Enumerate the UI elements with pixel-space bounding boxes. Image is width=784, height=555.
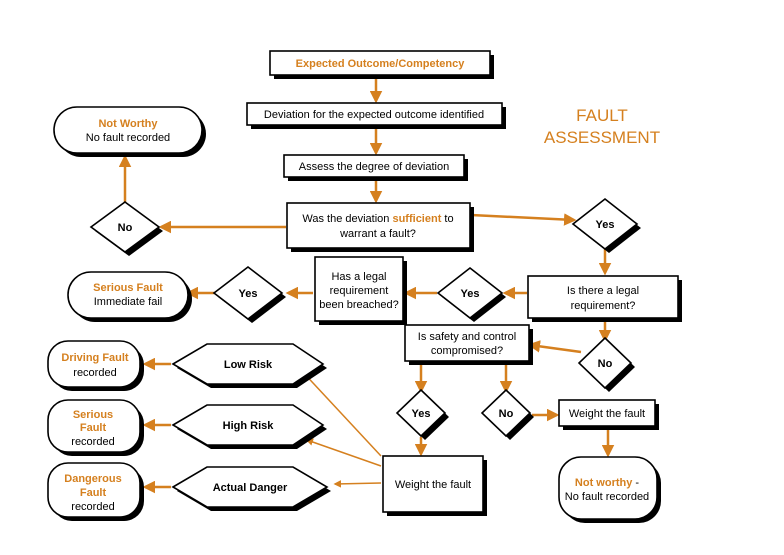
driving-fault-title: Driving Fault — [61, 352, 129, 364]
actual-danger-hexagon: Actual Danger — [171, 466, 331, 511]
no-left-label: No — [118, 222, 133, 234]
assess-box: Assess the degree of deviation — [283, 154, 468, 181]
yes-breached-label: Yes — [239, 288, 258, 300]
not-worthy-top-text: No fault recorded — [86, 132, 170, 144]
arrow-weight-to-low-risk — [298, 367, 382, 457]
deviation-identified-label: Deviation for the expected outcome ident… — [264, 109, 484, 121]
no-diamond-legal: No — [577, 336, 635, 392]
legal-requirement-line2: requirement? — [571, 300, 636, 312]
driving-fault-box: Driving Fault recorded — [47, 340, 144, 391]
breached-line2: requirement — [330, 285, 389, 297]
serious-fail-text: Immediate fail — [94, 296, 162, 308]
dangerous-fault-box: Dangerous Fault recorded — [47, 462, 144, 521]
not-worthy-top-title: Not Worthy — [98, 118, 158, 130]
yes-diamond-safety: Yes — [395, 388, 449, 440]
low-risk-label: Low Risk — [224, 359, 273, 371]
no-legal-label: No — [598, 358, 613, 370]
breached-box: Has a legal requirement been breached? — [314, 256, 407, 325]
expected-outcome-label: Expected Outcome/Competency — [296, 58, 466, 70]
not-worthy-bottom-text: No fault recorded — [565, 491, 649, 503]
serious-fault-title1: Serious — [73, 409, 113, 421]
expected-outcome-box: Expected Outcome/Competency — [269, 50, 494, 79]
no-safety-label: No — [499, 408, 514, 420]
breached-line1: Has a legal — [331, 271, 386, 283]
serious-fault-title2: Fault — [80, 422, 107, 434]
deviation-identified-box: Deviation for the expected outcome ident… — [246, 102, 506, 129]
no-diamond-left: No — [89, 201, 163, 256]
sufficient-box: Was the deviation sufficient to warrant … — [286, 202, 474, 252]
safety-box: Is safety and control compromised? — [404, 324, 533, 365]
yes-diamond-right: Yes — [571, 197, 641, 253]
not-worthy-bottom: Not worthy - No fault recorded — [558, 456, 661, 523]
not-worthy-top: Not Worthy No fault recorded — [53, 106, 206, 157]
legal-requirement-box: Is there a legal requirement? — [527, 275, 682, 322]
weight-fault-left: Weight the fault — [382, 455, 487, 516]
low-risk-hexagon: Low Risk — [171, 343, 327, 388]
arrow-sufficient-to-yes — [470, 213, 577, 226]
not-worthy-bottom-title: Not worthy - — [575, 477, 640, 489]
safety-line1: Is safety and control — [418, 331, 516, 343]
yes-right-label: Yes — [596, 219, 615, 231]
legal-requirement-line1: Is there a legal — [567, 285, 639, 297]
yes-safety-label: Yes — [412, 408, 431, 420]
weight-fault-left-label: Weight the fault — [395, 479, 471, 491]
high-risk-hexagon: High Risk — [171, 404, 327, 449]
safety-line2: compromised? — [431, 345, 503, 357]
yes-legal-label: Yes — [461, 288, 480, 300]
dangerous-fault-title2: Fault — [80, 487, 107, 499]
yes-diamond-legal: Yes — [436, 266, 506, 322]
high-risk-label: High Risk — [223, 420, 275, 432]
sufficient-question-line2: warrant a fault? — [339, 228, 416, 240]
sufficient-question: Was the deviation sufficient to — [302, 213, 453, 225]
arrow-no-to-safety — [527, 340, 582, 354]
weight-fault-right-label: Weight the fault — [569, 408, 645, 420]
actual-danger-label: Actual Danger — [213, 482, 288, 494]
arrow-weight-to-actual-danger — [333, 480, 382, 488]
serious-fail-box: Serious Fault Immediate fail — [67, 271, 192, 322]
title-line1: FAULT — [576, 106, 628, 125]
serious-fail-title: Serious Fault — [93, 282, 163, 294]
yes-diamond-breached: Yes — [212, 265, 286, 323]
assess-label: Assess the degree of deviation — [299, 161, 449, 173]
dangerous-fault-title1: Dangerous — [64, 473, 121, 485]
chart-title: FAULT ASSESSMENT — [544, 106, 660, 147]
serious-fault-text: recorded — [71, 436, 114, 448]
weight-fault-right: Weight the fault — [558, 399, 659, 430]
title-line2: ASSESSMENT — [544, 128, 660, 147]
breached-line3: been breached? — [319, 299, 399, 311]
no-diamond-safety: No — [480, 388, 534, 440]
dangerous-fault-text: recorded — [71, 501, 114, 513]
arrow-weight-to-high-risk — [305, 438, 382, 467]
serious-fault-box: Serious Fault recorded — [47, 399, 144, 456]
driving-fault-text: recorded — [73, 367, 116, 379]
